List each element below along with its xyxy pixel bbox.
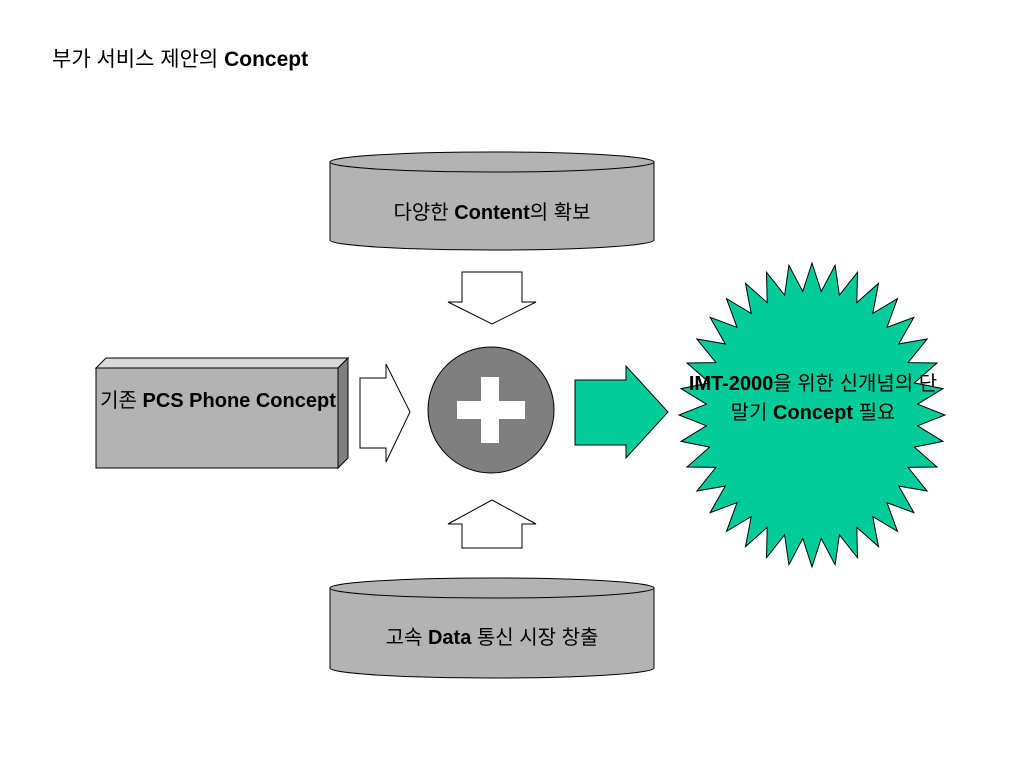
left-box [94,356,350,470]
bottom-label-bold: Data [427,627,472,649]
result-arrow [574,364,669,460]
top-cylinder-label: 다양한 Content의 확보 [330,198,654,228]
right-arrow [359,363,411,463]
left-label-pre: 기존 [100,390,137,412]
bottom-label-post: 통신 시장 창출 [476,627,599,649]
star-label-text2: 필요 [858,402,896,424]
left-label-bold: PCS Phone Concept [142,390,336,412]
bottom-cylinder [329,577,655,679]
left-box-label: 기존 PCS Phone Concept [98,386,338,416]
bottom-label-pre: 고속 [385,627,423,649]
down-arrow [447,271,537,325]
top-label-post: 의 확보 [529,202,591,224]
top-label-bold: Content [454,202,530,224]
top-label-pre: 다양한 [393,202,449,224]
bottom-cylinder-label: 고속 Data 통신 시장 창출 [330,624,654,653]
plus-icon [457,377,525,443]
title-concept: Concept [224,48,309,71]
top-cylinder [329,151,655,251]
up-arrow [447,499,537,549]
star-label-bold1: IMT-2000 [688,373,774,395]
plus-circle [427,346,555,474]
star-label-text1: 을 위한 신개념의 단말기 [730,373,938,424]
starburst-label: IMT-2000을 위한 신개념의 단말기 Concept 필요 [688,370,938,428]
title-korean: 부가 서비스 제안의 [52,48,219,71]
slide-title: 부가 서비스 제안의 Concept [52,43,308,73]
result-starburst [677,261,947,569]
star-label-bold2: Concept [773,402,853,424]
